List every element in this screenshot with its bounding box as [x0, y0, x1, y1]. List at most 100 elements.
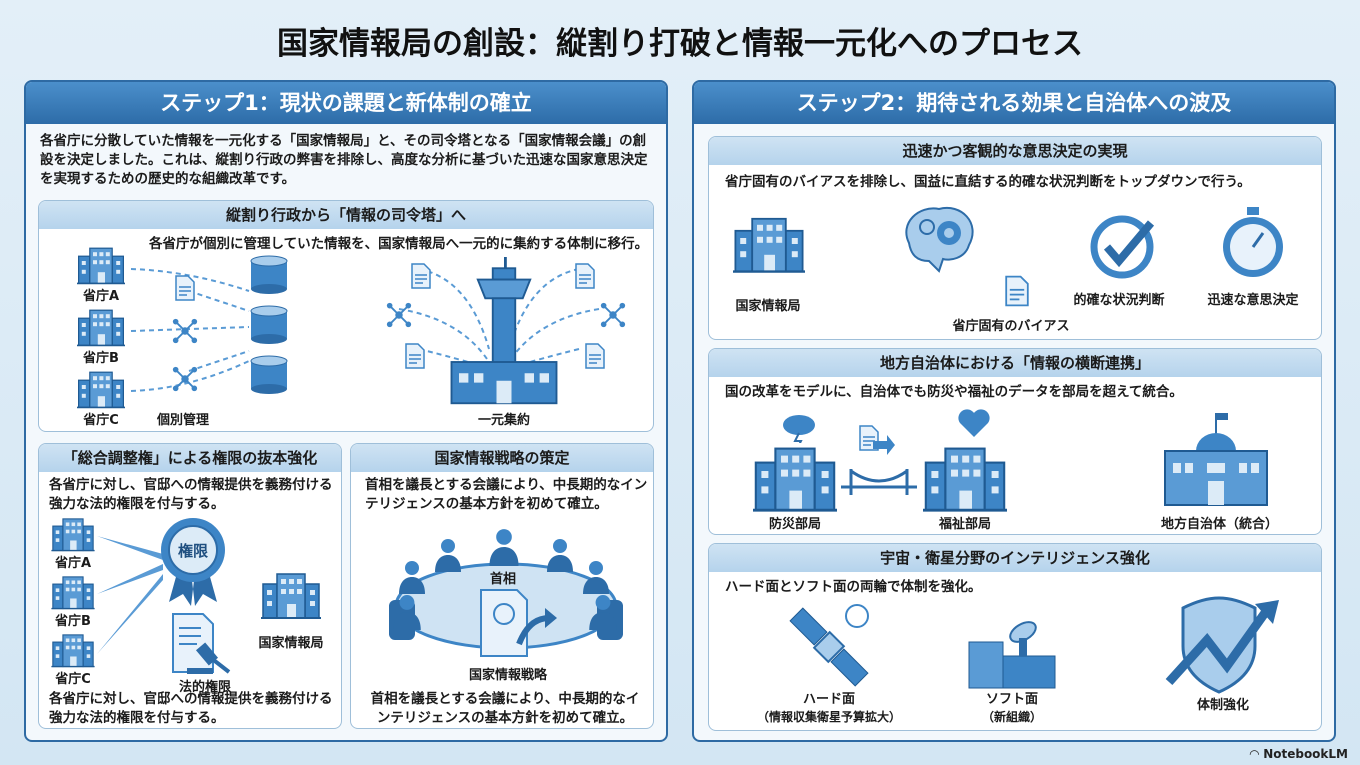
storm-cloud-icon [783, 415, 815, 443]
check-circle-icon [1090, 215, 1155, 279]
space-intelligence-box: 宇宙・衛星分野のインテリジェンス強化 ハード面とソフト面の両輪で体制を強化。 ハ… [708, 543, 1322, 731]
soft-label: ソフト面 [985, 692, 1038, 707]
national-intelligence-agency-icon [261, 560, 321, 630]
stopwatch-icon [1223, 207, 1283, 277]
centralized-label: 一元集約 [477, 413, 530, 428]
disaster-department-label: 防災部局 [768, 517, 821, 532]
ground-station-icon [968, 621, 1056, 689]
legal-gavel-icon [172, 613, 231, 674]
ministry-building-icon [75, 245, 127, 285]
national-intelligence-agency-icon [733, 201, 805, 287]
ministry-building-icon [49, 574, 97, 610]
box-title: 迅速かつ客観的な意思決定の実現 [709, 137, 1321, 165]
authority-rays [97, 536, 163, 654]
decision-label: 迅速な意思決定 [1207, 293, 1299, 308]
ministry-label: 省庁B [83, 351, 119, 366]
box-desc: 各省庁に対し、官邸への情報提供を義務付ける強力な法的権限を付与する。 [49, 477, 333, 512]
bias-label: 省庁固有のバイアス [952, 319, 1070, 334]
person-icon [581, 560, 611, 594]
control-tower-icon [439, 257, 569, 407]
local-government-box: 地方自治体における「情報の横断連携」 国の改革をモデルに、自治体でも防災や福祉の… [708, 348, 1322, 535]
decision-making-box: 迅速かつ客観的な意思決定の実現 省庁固有のバイアスを排除し、国益に直結する的確な… [708, 136, 1322, 340]
step1-intro: 各省庁に分散していた情報を一元化する「国家情報局」と、その司令塔となる「国家情報… [40, 133, 648, 187]
box-title: 「総合調整権」による権限の抜本強化 [39, 444, 341, 472]
page-title: 国家情報局の創設：縦割り打破と情報一元化へのプロセス [277, 26, 1083, 62]
local-government-label: 地方自治体（統合） [1161, 517, 1279, 532]
dashed-arrows [130, 268, 250, 392]
ministry-label: 省庁B [55, 614, 91, 629]
hard-label: ハード面 [802, 692, 855, 707]
network-icon [385, 301, 413, 329]
ministry-label: 省庁C [83, 413, 119, 428]
heart-icon [958, 409, 990, 437]
box-title: 宇宙・衛星分野のインテリジェンス強化 [709, 544, 1321, 572]
prime-minister-icon [487, 528, 521, 566]
ministry-building-icon [49, 632, 97, 668]
box-desc: 首相を議長とする会議により、中長期的なインテリジェンスの基本方針を初めて確立。 [365, 477, 648, 512]
person-icon [545, 538, 575, 572]
person-icon [587, 594, 619, 630]
box-desc: 各省庁が個別に管理していた情報を、国家情報局へ一元的に集約する体制に移行。 [149, 236, 649, 252]
document-icon [405, 343, 425, 369]
person-icon [391, 594, 423, 630]
authority-badge-icon [161, 518, 225, 606]
silo-to-command-box: 縦割り行政から「情報の司令塔」へ 各省庁が個別に管理していた情報を、国家情報局へ… [38, 200, 654, 432]
strengthening-label: 体制強化 [1196, 698, 1249, 713]
box-desc: ハード面とソフト面の両輪で体制を強化。 [725, 579, 982, 595]
person-icon [397, 560, 427, 594]
branding-text: NotebookLM [1263, 747, 1348, 761]
box-desc: 省庁固有のバイアスを排除し、国益に直結する的確な状況判断をトップダウンで行う。 [725, 174, 1251, 190]
box-title: 地方自治体における「情報の横断連携」 [709, 349, 1321, 377]
network-icon [171, 317, 199, 345]
national-strategy-box: 国家情報戦略の策定 首相を議長とする会議により、中長期的なインテリジェンスの基本… [350, 443, 654, 729]
ministry-building-icon [49, 516, 97, 552]
hard-sub-label: （情報収集衛星予算拡大） [756, 710, 901, 724]
data-transfer-icon [859, 425, 895, 455]
authority-badge-label: 権限 [177, 542, 208, 560]
box-title: 縦割り行政から「情報の司令塔」へ [39, 201, 653, 229]
city-hall-icon [1164, 413, 1268, 506]
box-footer: 首相を議長とする会議により、中長期的なインテリジェンスの基本方針を初めて確立。 [370, 691, 640, 726]
database-icon [249, 305, 289, 345]
ministry-label: 省庁C [55, 672, 91, 687]
bridge-icon [841, 469, 917, 495]
box-desc: 国の改革をモデルに、自治体でも防災や福祉のデータを部局を超えて統合。 [725, 384, 1183, 400]
notebooklm-icon: ◠ [1249, 747, 1264, 761]
shield-growth-icon [1165, 596, 1279, 694]
box-footer: 各省庁に対し、官邸への情報提供を義務付ける強力な法的権限を付与する。 [49, 691, 333, 726]
step1-panel: ステップ1：現状の課題と新体制の確立 各省庁に分散していた情報を一元化する「国家… [24, 80, 668, 742]
soft-sub-label: （新組織） [981, 710, 1042, 724]
ministry-label: 省庁A [54, 556, 92, 571]
notebooklm-logo: ◠ NotebookLM [1250, 747, 1348, 761]
database-icon [249, 355, 289, 395]
document-icon [175, 275, 195, 301]
document-icon [575, 263, 595, 289]
satellite-icon [789, 604, 869, 687]
brain-gears-icon [905, 206, 974, 273]
welfare-department-label: 福祉部局 [938, 517, 991, 532]
person-icon [433, 538, 463, 572]
document-icon [585, 343, 605, 369]
individual-management-label: 個別管理 [157, 413, 210, 428]
box-title: 国家情報戦略の策定 [351, 444, 653, 472]
document-icon [1005, 275, 1029, 307]
strategy-label: 国家情報戦略 [468, 668, 547, 683]
prime-minister-label: 首相 [489, 572, 516, 587]
ministry-label: 省庁A [82, 289, 120, 304]
document-icon [411, 263, 431, 289]
welfare-department-building-icon [919, 443, 1011, 513]
coordination-authority-box: 「総合調整権」による権限の抜本強化 各省庁に対し、官邸への情報提供を義務付ける強… [38, 443, 342, 729]
database-icon [249, 255, 289, 295]
network-icon [171, 365, 199, 393]
step2-header: ステップ2：期待される効果と自治体への波及 [694, 82, 1334, 124]
ministry-building-icon [75, 307, 127, 347]
disaster-department-building-icon [749, 443, 841, 513]
agency-label: 国家情報局 [258, 636, 324, 651]
judgment-label: 的確な状況判断 [1073, 293, 1165, 308]
agency-label: 国家情報局 [735, 299, 801, 314]
strategy-document-icon [480, 589, 557, 657]
step2-panel: ステップ2：期待される効果と自治体への波及 迅速かつ客観的な意思決定の実現 省庁… [692, 80, 1336, 742]
legal-authority-label: 法的権限 [178, 680, 231, 695]
network-icon [599, 301, 627, 329]
ministry-building-icon [75, 369, 127, 409]
